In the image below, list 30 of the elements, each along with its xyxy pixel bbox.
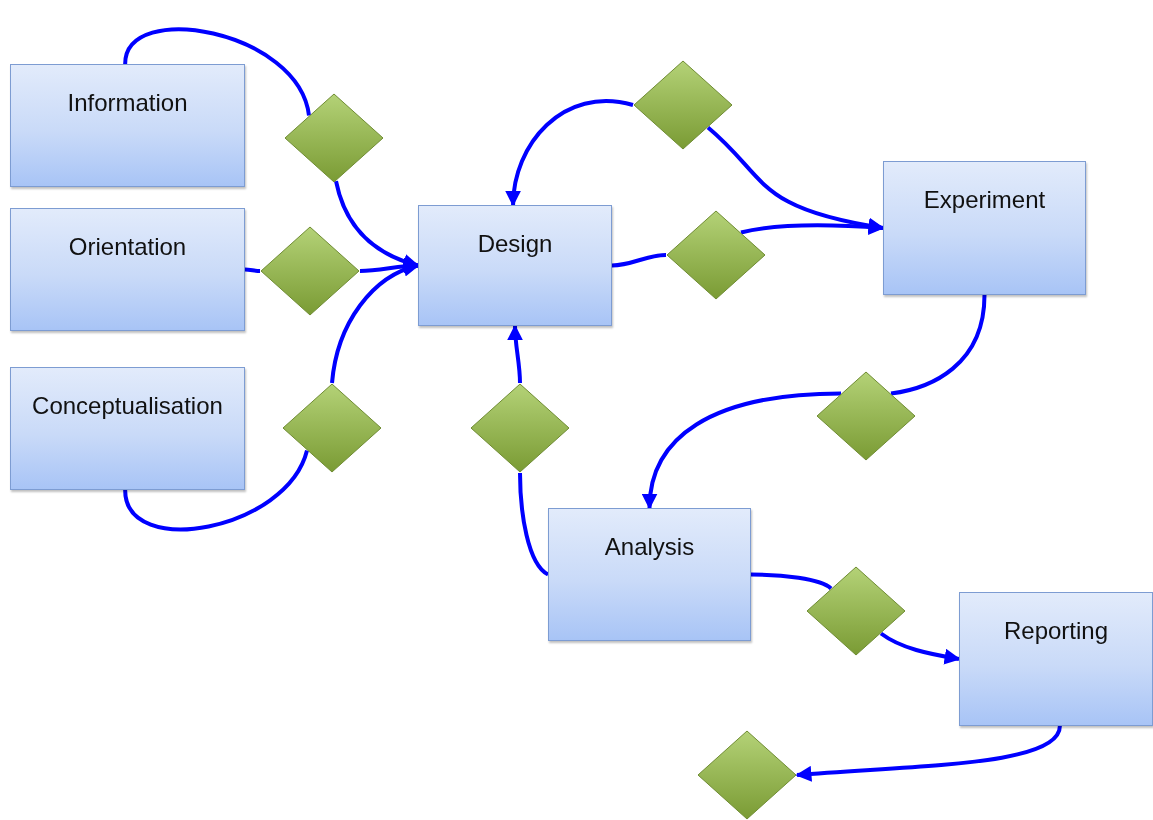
process-box [10, 367, 245, 490]
box-label: Conceptualisation [32, 391, 223, 421]
box-label: Orientation [68, 232, 187, 262]
arrow [706, 126, 885, 234]
decision-diamond [816, 371, 916, 461]
decision-diamond [633, 60, 733, 150]
process-box [883, 161, 1086, 295]
decision-diamond [260, 226, 360, 316]
process-box [548, 508, 751, 641]
decision-diamond [282, 383, 382, 473]
arrow [330, 261, 420, 384]
box-label: Reporting [1003, 616, 1109, 646]
box-label: Design [477, 229, 553, 259]
process-box [959, 592, 1153, 726]
decision-diamond [284, 93, 384, 183]
arrow [642, 391, 842, 510]
box-label: Analysis [604, 532, 695, 562]
box-label: Experiment [923, 185, 1046, 215]
box-label: Information [67, 88, 188, 118]
arrow [507, 324, 524, 384]
decision-diamond [666, 210, 766, 300]
decision-diamond [697, 730, 797, 820]
process-box [10, 64, 245, 187]
arrow [506, 99, 634, 207]
process-box [418, 205, 612, 326]
arrow [879, 631, 961, 665]
decision-diamond [470, 383, 570, 473]
arrow [795, 725, 1062, 782]
decision-diamond [806, 566, 906, 656]
process-box [10, 208, 245, 331]
